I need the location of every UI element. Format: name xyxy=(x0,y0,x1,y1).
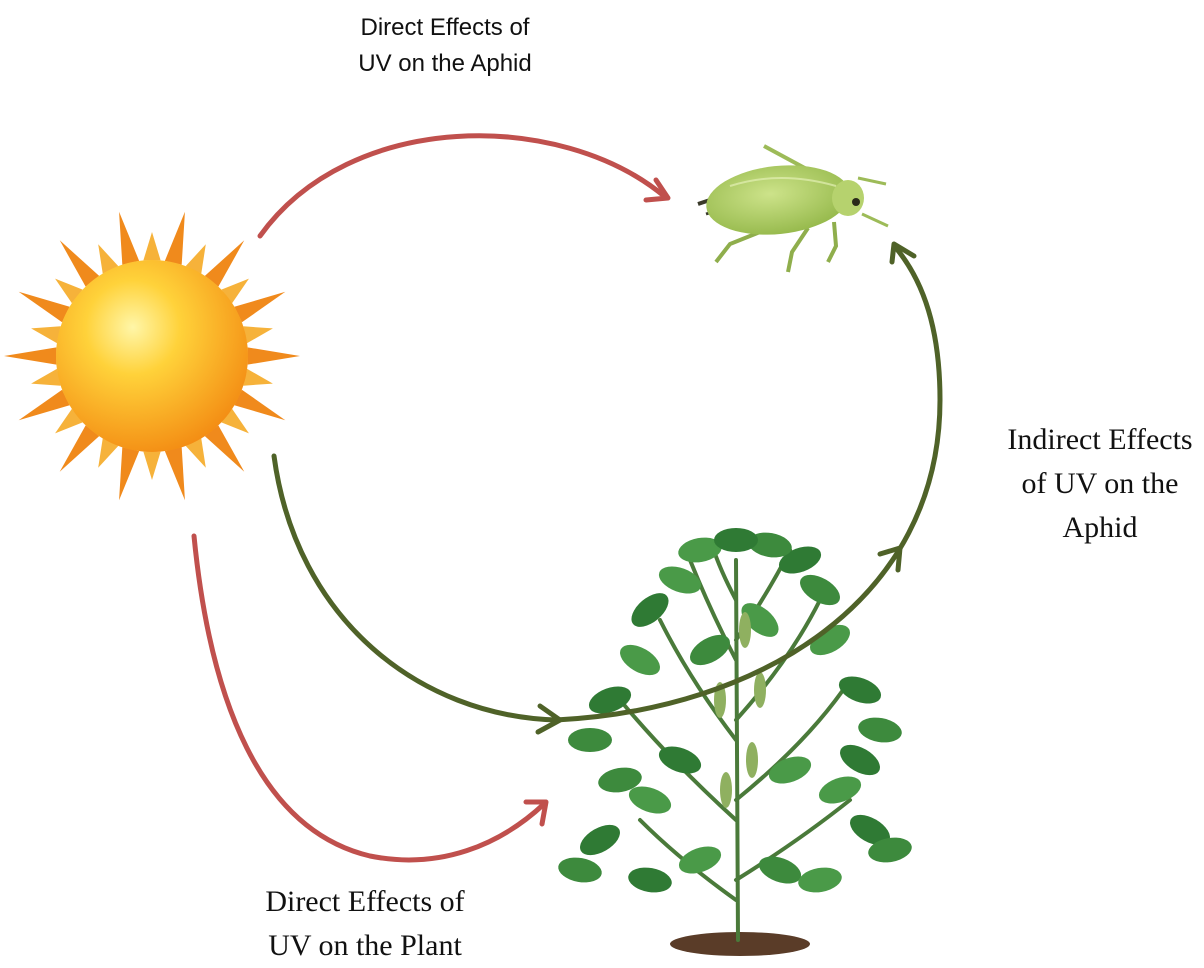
plant-leaf xyxy=(615,639,665,682)
sun-ray xyxy=(234,292,285,323)
label-indirect-effects-aphid: Indirect Effects of UV on the Aphid xyxy=(985,418,1204,550)
arrow-sun-to-plant xyxy=(274,456,560,732)
sun-ray xyxy=(119,212,139,265)
plant-leaf xyxy=(714,528,758,552)
sun-core xyxy=(56,260,248,452)
sun-ray xyxy=(31,326,61,343)
sun-ray xyxy=(60,425,99,471)
plant-pod xyxy=(754,672,766,708)
arrow-direct-plant xyxy=(194,536,546,860)
sun-ray xyxy=(143,232,160,260)
sun-ray xyxy=(19,292,70,323)
label-line: UV on the Aphid xyxy=(290,46,600,82)
arrow-direct-aphid xyxy=(260,136,668,236)
sun-icon xyxy=(4,212,300,501)
soil xyxy=(670,932,810,956)
label-line: Aphid xyxy=(985,506,1204,550)
label-line: Direct Effects of xyxy=(215,880,515,924)
sun-ray xyxy=(205,240,244,286)
sun-ray xyxy=(243,369,273,386)
plant-leaf xyxy=(835,671,885,709)
label-line: Direct Effects of xyxy=(290,10,600,46)
sun-ray xyxy=(19,390,70,421)
plant-pod xyxy=(739,612,751,648)
arrow-indirect-aphid xyxy=(556,244,940,720)
sun-ray xyxy=(119,447,139,500)
sun-ray xyxy=(165,212,185,265)
plant-leaf xyxy=(795,569,845,612)
sun-ray xyxy=(205,425,244,471)
sun-ray xyxy=(248,347,300,364)
plant-leaf xyxy=(625,587,674,634)
sun-ray xyxy=(143,452,160,480)
plant-leaf xyxy=(755,851,805,889)
label-line: UV on the Plant xyxy=(215,924,515,968)
plant-pod xyxy=(720,772,732,808)
plant-leaf xyxy=(556,854,603,885)
plant-leaf xyxy=(655,561,705,599)
plant-leaf xyxy=(815,771,865,809)
plant-icon xyxy=(556,528,913,956)
plant-leaf xyxy=(568,728,612,752)
plant-leaf xyxy=(685,629,735,672)
plant-leaf xyxy=(796,864,843,895)
label-line: Indirect Effects xyxy=(985,418,1204,462)
plant-leaf xyxy=(765,751,815,789)
sun-ray xyxy=(60,240,99,286)
aphid-icon xyxy=(698,146,888,272)
sun-ray xyxy=(31,369,61,386)
label-line: of UV on the xyxy=(985,462,1204,506)
plant-leaf xyxy=(856,714,903,745)
label-direct-effects-aphid: Direct Effects of UV on the Aphid xyxy=(290,10,600,82)
label-direct-effects-plant: Direct Effects of UV on the Plant xyxy=(215,880,515,968)
plant-stem xyxy=(736,560,738,940)
plant-leaf xyxy=(835,739,885,782)
sun-ray xyxy=(243,326,273,343)
plant-leaf xyxy=(575,819,625,862)
plant-pod xyxy=(746,742,758,778)
sun-ray xyxy=(4,347,56,364)
sun-ray xyxy=(165,447,185,500)
plant-leaf xyxy=(626,864,673,895)
sun-ray xyxy=(234,390,285,421)
